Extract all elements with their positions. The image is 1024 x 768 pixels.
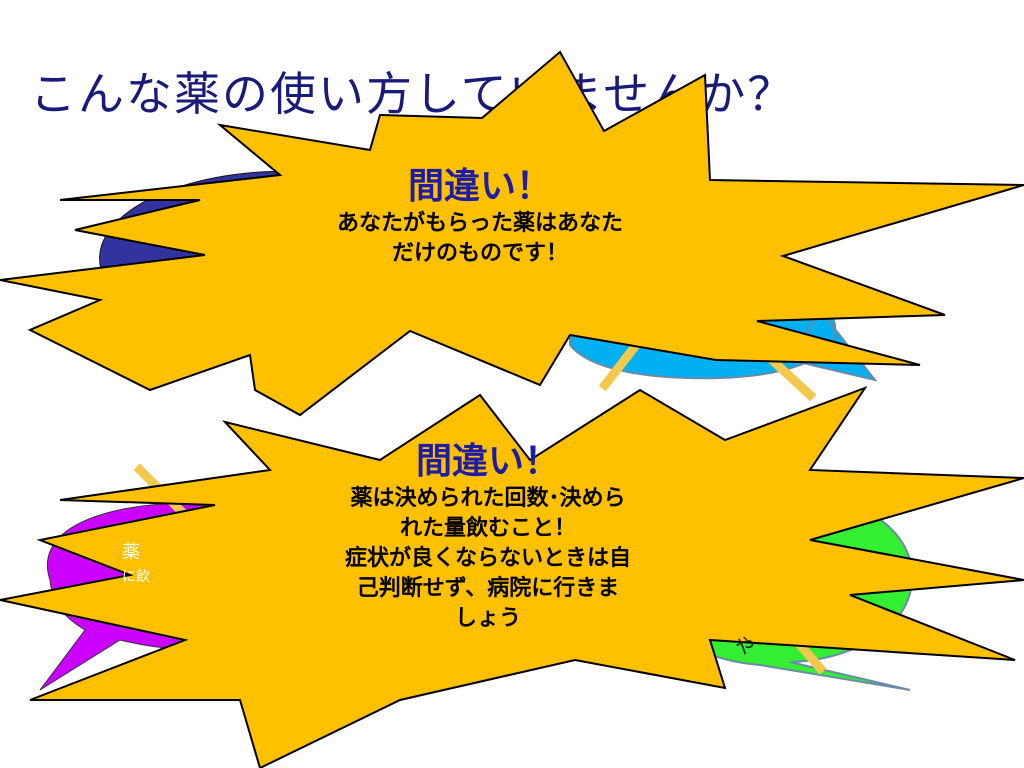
purple-bubble-text-bottom: に飲	[122, 569, 150, 585]
burst-bottom-line: 己判断せず、病院に行きま	[356, 576, 620, 601]
burst-bottom-line: れた量飲むこと！	[399, 516, 576, 541]
burst-bottom-line: しょう	[454, 606, 521, 631]
burst-top-line: あなたがもらった薬はあなた	[336, 211, 623, 236]
purple-bubble-text-top: 薬	[122, 542, 140, 563]
green-bubble-text: や	[735, 634, 755, 658]
burst-shape-top	[0, 50, 1024, 417]
burst-top-line: だけのものです！	[391, 241, 568, 266]
burst-shape-bottom	[0, 385, 1024, 768]
burst-bottom-heading: 間違い！	[415, 441, 560, 482]
burst-bottom-line: 症状が良くならないときは自	[344, 546, 631, 571]
burst-top-heading: 間違い！	[407, 166, 552, 207]
burst-bottom-line: 薬は決められた回数･決めら	[350, 486, 626, 511]
burst-bottom-text: 間違い！ 薬は決められた回数･決めら れた量飲むこと！ 症状が良くならないときは…	[268, 440, 708, 634]
burst-top-text: 間違い！ あなたがもらった薬はあなた だけのものです！	[270, 165, 690, 269]
stick-blue-left	[598, 333, 647, 392]
